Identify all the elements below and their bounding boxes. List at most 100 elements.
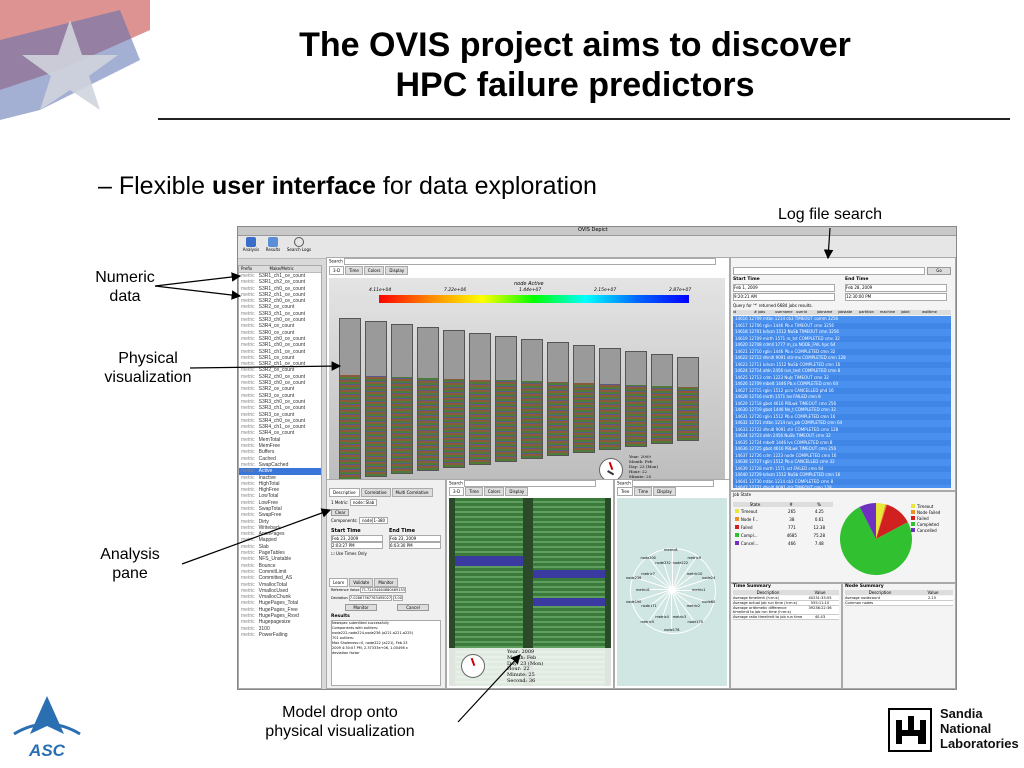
analysis-end-clock[interactable]: 6:03:30 PM [389,542,441,549]
tree-tab-tree[interactable]: Tree [617,487,634,496]
log-start-clock[interactable]: 9:20:21 AM [733,293,835,301]
tree-search-input[interactable] [632,480,715,487]
analysis-clear-button[interactable]: Clear [331,509,350,516]
analysis-end-date[interactable]: Feb 23, 2009 [389,535,441,542]
log-table-row[interactable]: 14632 12721 mtbn 1214 run_pb COMPLETED c… [733,420,951,427]
log-start-date[interactable]: Feb 1, 2009 [733,284,835,292]
log-col-header[interactable]: username [775,310,793,314]
analysis-components-value[interactable]: node[1-380 [358,517,389,524]
log-table-row[interactable]: 14633 12722 dhnitl 9091 stir COMPLETED c… [733,426,951,433]
log-col-header[interactable]: # jobs [754,310,766,314]
toolbar-search-logs-button[interactable]: Search Logs [286,237,312,252]
log-col-header[interactable]: jobid [901,310,910,314]
log-col-header[interactable]: partition [859,310,874,314]
log-table-row[interactable]: 14641 12730 mtbn 1214 cb3 COMPLETED cmn … [733,478,951,485]
log-search-go-button[interactable]: Go [927,267,951,275]
vis-tab-time[interactable]: Time [345,266,363,275]
log-table-row[interactable]: 14618 12701 kdvzn 1512 NuSb TIMEOUT cmn … [733,329,951,336]
log-table-row[interactable]: 14621 12710 rglin 1446 Pb.x COMPLETED cm… [733,348,951,355]
vis-tab-colors[interactable]: Colors [363,266,385,275]
log-table-row[interactable]: 14626 12709 mbelt 1446 Pb.x COMPLETED cm… [733,381,951,388]
log-table-row[interactable]: 14627 12715 rglin 1512 pcrx CANCELLED ph… [733,387,951,394]
analysis-tab-descriptive[interactable]: Descriptive [329,488,360,497]
vis-tab-3-d[interactable]: 3-D [329,266,345,275]
log-table-row[interactable]: 14625 12713 cdm 1223 NuJs TIMEOUT cmn 32 [733,374,951,381]
log-col-header[interactable]: id [733,310,737,314]
log-table-row[interactable]: 14634 12723 ahln 2456 NuSb TIMEOUT cmn 3… [733,433,951,440]
log-table-row[interactable]: 14623 12711 kdvzn 1512 NuSb COMPLETED cm… [733,361,951,368]
tree-tab-time[interactable]: Time [634,487,653,496]
analysis-use-times-checkbox[interactable]: ☐ Use Times Only [331,551,367,556]
job-state-col[interactable]: % [817,502,821,507]
tree-tab-display[interactable]: Display [653,487,676,496]
model-vis-tab-time[interactable]: Time [465,487,483,496]
analysis-subtab-learn[interactable]: Learn [329,578,349,587]
log-table-row[interactable]: 14640 12729 kdvzn 1512 NuSb COMPLETED cm… [733,472,951,479]
deviation-factor-input[interactable]: 3.00 [393,595,403,601]
model-search-input[interactable] [464,480,597,487]
log-col-header[interactable]: machine [880,310,896,314]
log-table-row[interactable]: 14631 12720 rglin 1512 Pb.x COMPLETED cm… [733,413,951,420]
vis-search-input[interactable] [344,258,717,265]
toolbar-analysis-button[interactable]: Analysis [242,237,260,252]
log-col-header[interactable]: jobstate [838,310,853,314]
log-table-row[interactable]: 14630 12719 gbot 1446 Ne_t COMPLETED cmn… [733,407,951,414]
log-table-row[interactable]: 14617 12706 rglin 1446 Pb.x TIMEOUT cmn … [733,322,951,329]
log-col-header[interactable]: jobname [817,310,833,314]
log-table-row[interactable]: 14628 12716 mirth 1571 lvs FAILED cmn 8 [733,394,951,401]
analysis-tab-multi-correlative[interactable]: Multi Correlative [391,488,433,497]
log-table-row[interactable]: 14622 12712 dhnitl 9091 stir-mx COMPLETE… [733,355,951,362]
log-table-row[interactable]: 14620 12708 cdmll 1777 rn_cu NODE_FAIL h… [733,342,951,349]
log-table-row[interactable]: 14636 12725 gbot 4616 PBLwk TIMEOUT cmn … [733,446,951,453]
log-end-clock[interactable]: 12:30:00 PM [845,293,947,301]
log-table-row[interactable]: 14635 12724 mbelt 1446 lvs COMPLETED cmn… [733,439,951,446]
log-search-input[interactable] [733,267,925,275]
vis-tab-display[interactable]: Display [385,266,409,275]
analysis-metric-value[interactable]: node::Slab [349,499,378,506]
monitor-button[interactable]: Monitor [345,604,377,611]
log-col-header[interactable]: userid [796,310,807,314]
analysis-subtab-validate[interactable]: Validate [349,578,374,587]
model-vis-tab-colors[interactable]: Colors [483,487,505,496]
log-table-row[interactable]: 14639 12728 mirth 1571 sst FAILED cmn 64 [733,465,951,472]
